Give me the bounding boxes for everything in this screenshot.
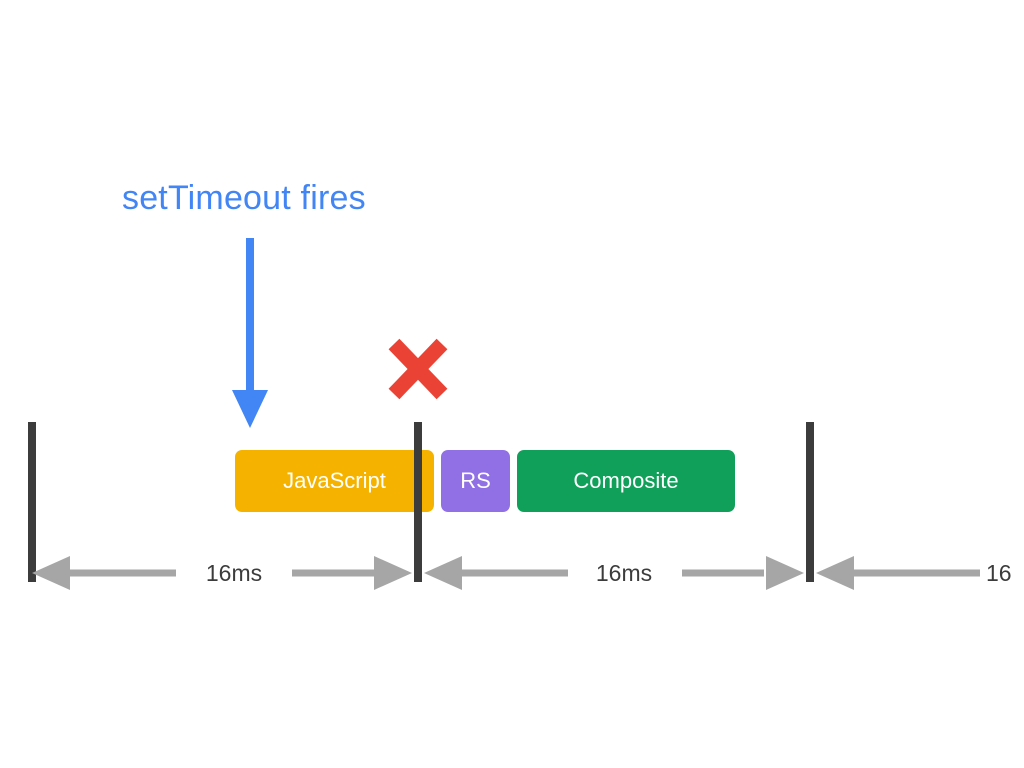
task-bar-composite[interactable]: Composite bbox=[517, 450, 735, 512]
task-bar-javascript[interactable]: JavaScript bbox=[235, 450, 434, 512]
red-x-icon bbox=[386, 338, 450, 400]
measure-arrowhead-right-2 bbox=[766, 556, 804, 590]
task-bar-composite-label: Composite bbox=[573, 468, 679, 493]
measure-arrowhead-left-1 bbox=[32, 556, 70, 590]
frame-boundary-tick-1 bbox=[414, 422, 422, 582]
task-bar-rs[interactable]: RS bbox=[441, 450, 510, 512]
measure-arrowhead-left-2 bbox=[424, 556, 462, 590]
task-bar-rs-label: RS bbox=[460, 468, 491, 493]
frame-boundary-tick-2 bbox=[806, 422, 814, 582]
measure-label-2: 16ms bbox=[595, 560, 653, 586]
down-arrow-icon bbox=[228, 238, 272, 428]
measure-arrowhead-right-1 bbox=[374, 556, 412, 590]
measure-label-3: 16 bbox=[986, 560, 1012, 586]
measure-label-1: 16ms bbox=[205, 560, 263, 586]
measurement-arrow-layer: 16ms 16ms 16 bbox=[0, 552, 1024, 594]
settimeout-annotation-label: setTimeout fires bbox=[122, 179, 366, 217]
measure-arrowhead-left-3 bbox=[816, 556, 854, 590]
frame-boundary-tick-0 bbox=[28, 422, 36, 582]
task-bar-javascript-label: JavaScript bbox=[283, 468, 386, 493]
